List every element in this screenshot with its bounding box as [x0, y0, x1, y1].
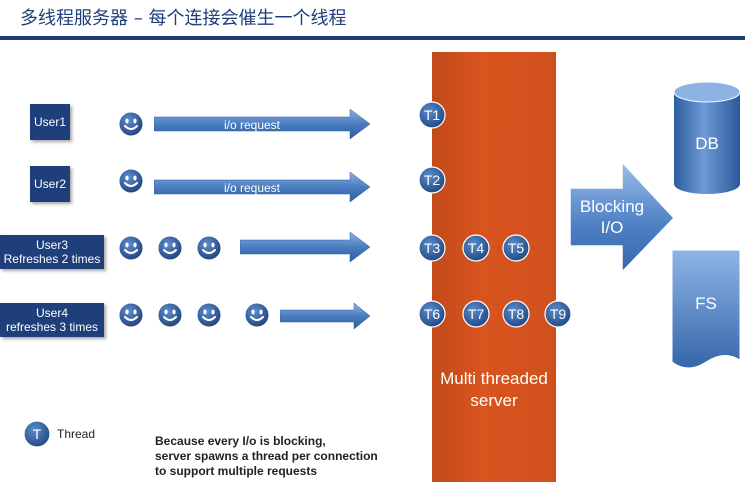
thread-t5: T5	[502, 234, 530, 262]
user-box-4: User4 refreshes 3 times	[0, 303, 104, 337]
database-cylinder-icon	[673, 81, 741, 194]
user-sublabel: refreshes 3 times	[5, 320, 99, 334]
smiley-face-icon	[118, 302, 144, 328]
smiley-face-icon	[196, 302, 222, 328]
user-box-3: User3 Refreshes 2 times	[0, 235, 104, 269]
server-label-line1: Multi threaded	[440, 369, 548, 388]
thread-circle-icon	[418, 166, 446, 194]
request-arrow-3	[240, 231, 371, 263]
thread-circle-icon	[462, 234, 490, 262]
thread-t7: T7	[462, 300, 490, 328]
smiley-face-icon	[157, 235, 183, 261]
thread-t3: T3	[418, 234, 446, 262]
user-label: User4	[35, 306, 68, 320]
note-line: server spawns a thread per connection	[155, 449, 378, 463]
user-label: User1	[33, 115, 66, 129]
file-system-document-icon	[672, 250, 741, 369]
smiley-face-icon	[244, 302, 270, 328]
note-line: Because every I/o is blocking,	[155, 434, 326, 448]
user-label: User2	[33, 177, 66, 191]
request-arrow-label: i/o request	[223, 118, 281, 132]
server-label: Multi threaded server	[432, 368, 556, 412]
smiley-face-icon	[118, 168, 144, 194]
user-sublabel: Refreshes 2 times	[3, 252, 101, 266]
thread-t6: T6	[418, 300, 446, 328]
database-label: DB	[695, 134, 719, 153]
thread-circle-icon	[418, 300, 446, 328]
page-title: 多线程服务器 – 每个连接会催生一个线程	[20, 8, 347, 29]
thread-t2: T2	[418, 166, 446, 194]
user-box-2: User2	[30, 166, 70, 202]
title-divider	[0, 36, 745, 40]
smiley-face-icon	[118, 111, 144, 137]
thread-circle-icon	[418, 234, 446, 262]
thread-circle-icon	[544, 300, 572, 328]
note-line: to support multiple requests	[155, 464, 318, 478]
legend-label: Thread	[57, 427, 96, 441]
request-arrow-4	[280, 302, 371, 330]
thread-circle-icon	[502, 300, 530, 328]
user-box-1: User1	[30, 104, 70, 140]
blocking-label-line2: I/O	[600, 218, 624, 237]
request-arrow-2	[154, 171, 371, 203]
thread-circle-icon	[462, 300, 490, 328]
thread-t9: T9	[544, 300, 572, 328]
user-label: User3	[35, 238, 68, 252]
legend-thread-symbol: T	[23, 420, 51, 448]
smiley-face-icon	[118, 235, 144, 261]
file-system-label: FS	[695, 294, 717, 313]
smiley-face-icon	[157, 302, 183, 328]
explanation-note: Because every I/o is blocking, server sp…	[155, 434, 378, 479]
server-label-line2: server	[470, 391, 518, 410]
thread-circle-icon	[418, 101, 446, 129]
thread-t8: T8	[502, 300, 530, 328]
thread-circle-icon	[23, 420, 51, 448]
request-arrow-label: i/o request	[223, 181, 281, 195]
blocking-label-line1: Blocking	[579, 197, 645, 216]
smiley-face-icon	[196, 235, 222, 261]
thread-t1: T1	[418, 101, 446, 129]
thread-circle-icon	[502, 234, 530, 262]
request-arrow-1	[154, 108, 371, 140]
blocking-io-arrow	[570, 162, 676, 274]
multi-threaded-server	[432, 52, 556, 482]
thread-t4: T4	[462, 234, 490, 262]
blocking-io-label: Blocking I/O	[566, 196, 658, 238]
